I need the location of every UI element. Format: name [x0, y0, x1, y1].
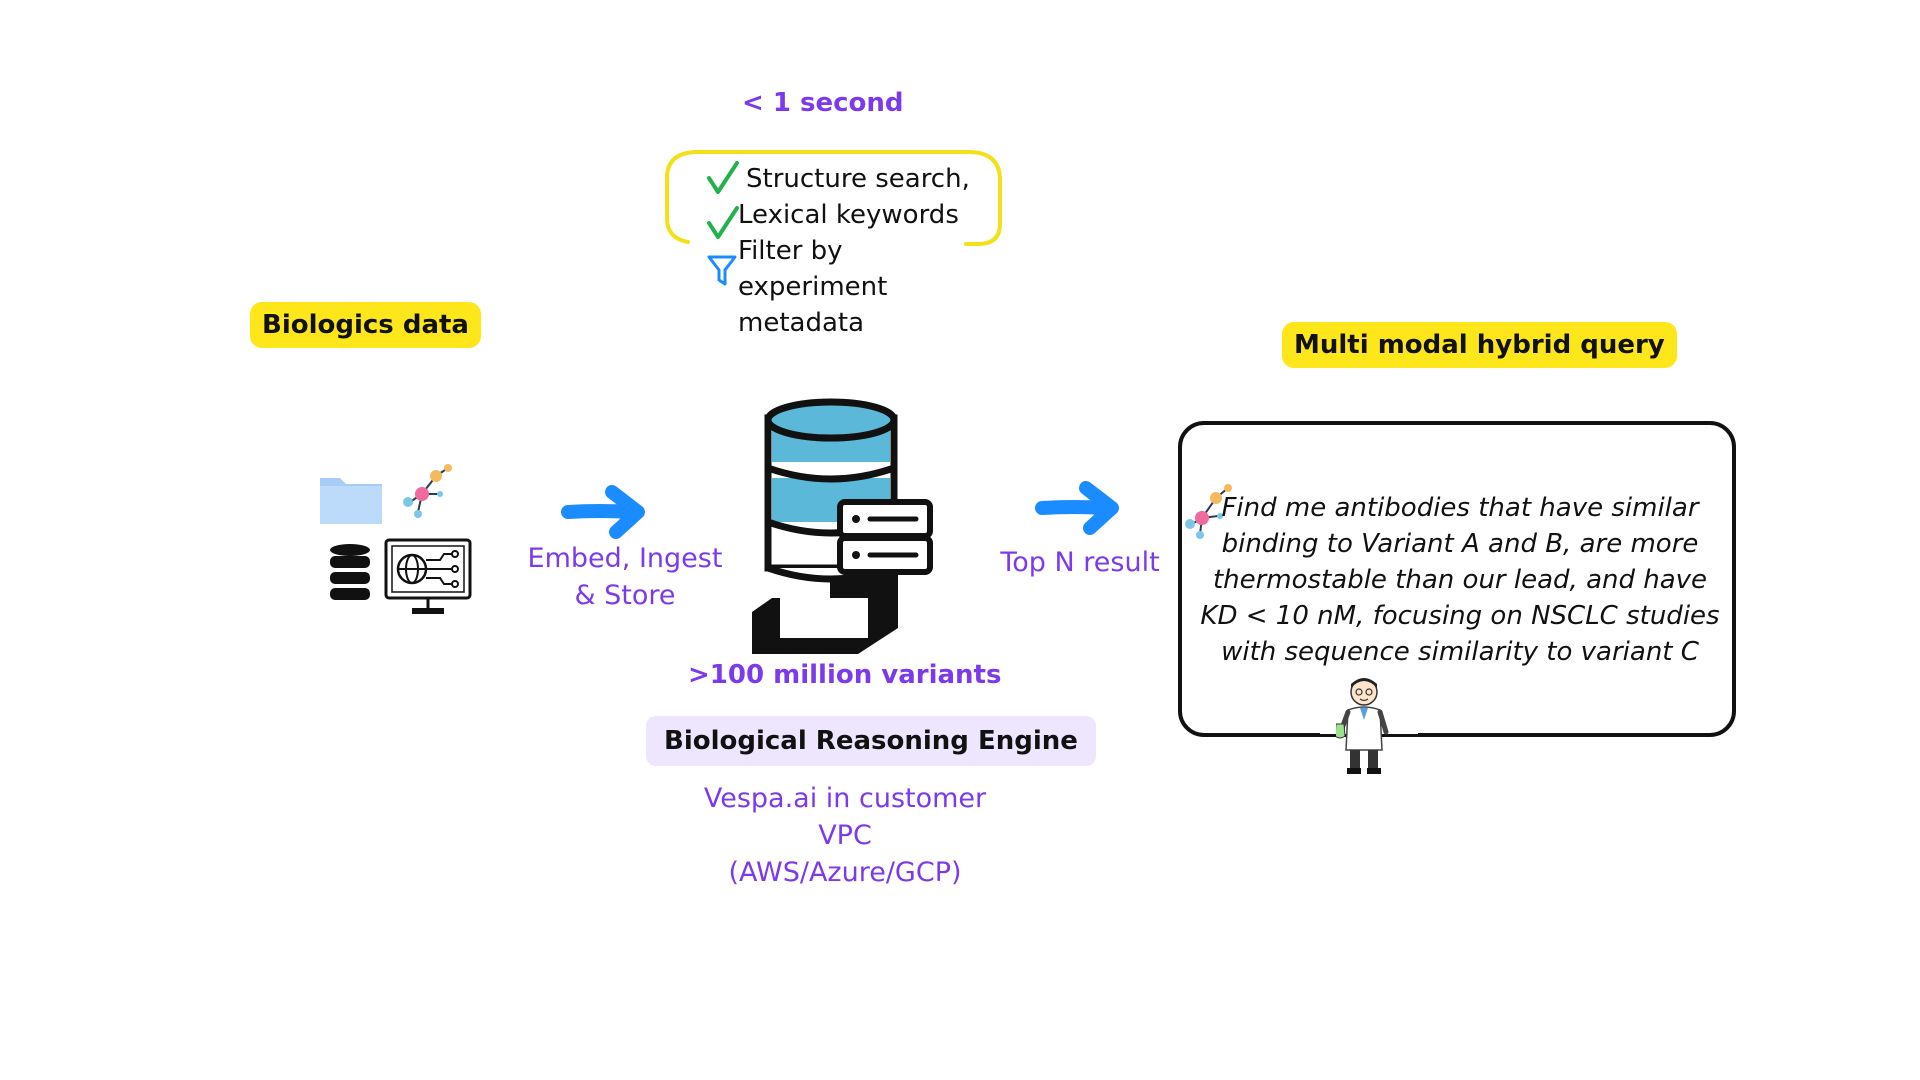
variants-label: >100 million variants	[688, 660, 1002, 690]
checklist-bracket	[664, 150, 1002, 246]
molecule-icon	[403, 464, 452, 518]
query-text: Find me antibodies that have similar bin…	[1200, 493, 1720, 667]
filter-icon	[707, 255, 737, 286]
arrow-right-icon	[561, 485, 645, 539]
deployment-label: Vespa.ai in customer VPC (AWS/Azure/GCP)	[703, 783, 987, 888]
check-icon	[707, 206, 739, 239]
scientist-icon	[1336, 678, 1389, 774]
database-icon	[330, 544, 370, 600]
arrow-right-icon	[1035, 481, 1119, 535]
checklist-item-filter-metadata: Filter by experiment metadata	[738, 236, 888, 338]
top-n-result-label: Top N result	[1000, 547, 1160, 578]
checklist-item-lexical-keywords: Lexical keywords	[738, 200, 959, 230]
database-server-icon	[752, 398, 933, 654]
multi-modal-query-tag: Multi modal hybrid query	[1282, 322, 1677, 368]
monitor-network-icon	[384, 538, 472, 614]
checklist-item-structure-search: Structure search,	[746, 164, 970, 194]
timing-label: < 1 second	[742, 88, 904, 118]
molecule-icon	[1185, 484, 1232, 539]
folder-icon	[320, 478, 382, 524]
biologics-data-tag: Biologics data	[250, 302, 481, 348]
reasoning-engine-tag: Biological Reasoning Engine	[646, 716, 1096, 766]
embed-ingest-store-label: Embed, Ingest & Store	[527, 543, 723, 611]
query-box	[1178, 421, 1736, 737]
check-icon	[707, 161, 739, 194]
